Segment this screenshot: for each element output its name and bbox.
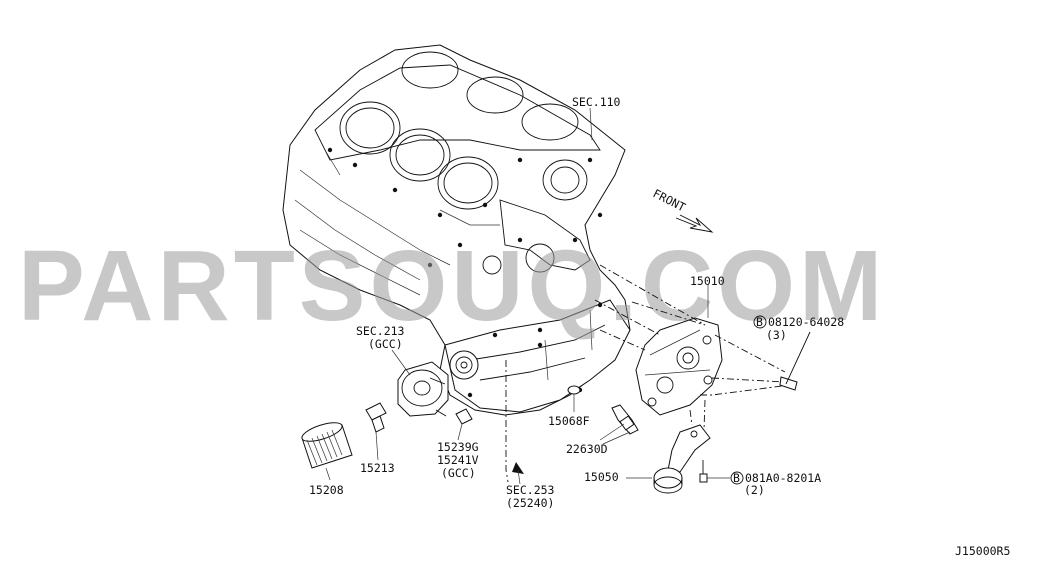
label-sec213: SEC.213 <box>356 324 405 338</box>
label-15050: 15050 <box>584 470 619 484</box>
label-15068f: 15068F <box>548 414 590 428</box>
figure-code: J15000R5 <box>955 544 1010 558</box>
oil-strainer-part <box>626 399 730 494</box>
label-sec253: SEC.253 <box>506 483 555 497</box>
oil-pump-part <box>635 317 723 416</box>
oil-cooler-part <box>391 349 449 417</box>
drain-plug-part <box>455 408 473 441</box>
label-front: FRONT <box>651 186 688 214</box>
bolt-b2-marker-letter: B <box>733 471 740 485</box>
label-sec253-sub: (25240) <box>506 496 554 510</box>
engine-block <box>282 44 631 416</box>
bolt-b2-marker-icon <box>730 471 744 485</box>
bolt-b-marker-letter: B <box>756 315 763 329</box>
label-bolt-081a0: 081A0-8201A <box>745 471 821 485</box>
washer-part <box>567 385 581 412</box>
label-15208: 15208 <box>309 483 344 497</box>
label-bolt-08120: 08120-64028 <box>768 315 844 329</box>
label-bolt-08120-qty: (3) <box>766 328 787 342</box>
label-sec110: SEC.110 <box>572 95 621 109</box>
label-sec213-sub: (GCC) <box>368 337 403 351</box>
label-15213: 15213 <box>360 461 395 475</box>
front-direction-arrow <box>675 214 714 233</box>
connector-bolt-part <box>365 402 387 461</box>
oil-pressure-switch-part <box>599 404 639 445</box>
pump-bolt <box>779 331 811 391</box>
oil-filter-part <box>301 422 353 481</box>
label-bolt-081a0-qty: (2) <box>744 483 765 497</box>
watermark-text: PARTSOUQ.COM <box>18 230 886 342</box>
label-15239g: 15239G <box>437 440 479 454</box>
label-15241v: 15241V <box>437 453 479 467</box>
label-15239-sub: (GCC) <box>441 466 476 480</box>
label-15010: 15010 <box>690 274 725 288</box>
bolt-b-marker-icon <box>753 315 767 329</box>
label-22630d: 22630D <box>566 442 608 456</box>
